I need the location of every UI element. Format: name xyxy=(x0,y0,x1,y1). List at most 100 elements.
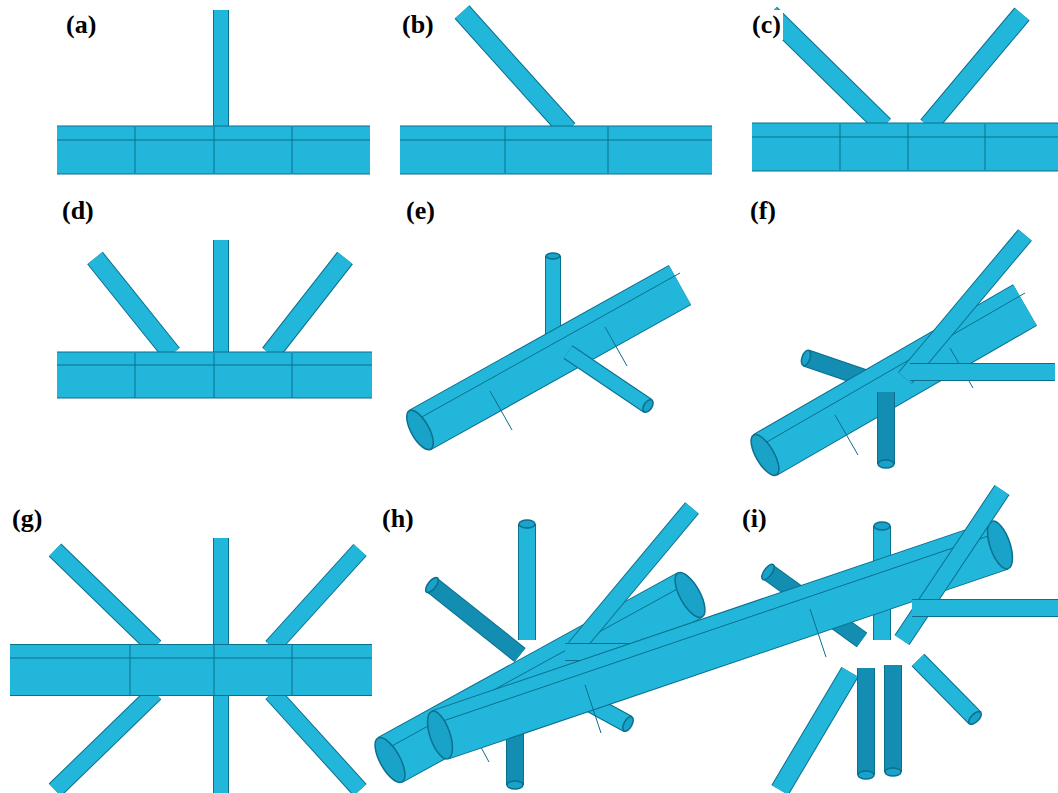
chord-tube xyxy=(57,126,370,175)
brace-tube xyxy=(214,240,228,354)
brace-tube xyxy=(462,12,568,130)
brace-tube xyxy=(518,524,536,640)
chord-tube xyxy=(57,353,372,398)
brace-tube xyxy=(272,550,360,647)
brace-tube xyxy=(905,235,1025,378)
brace-tube xyxy=(575,508,692,648)
tube-end xyxy=(507,781,523,789)
multiplanar-joint xyxy=(422,490,1058,790)
brace-tube xyxy=(213,693,229,793)
brace-tube xyxy=(902,490,1002,640)
brace-tube xyxy=(519,524,535,640)
brace-tube xyxy=(213,538,229,647)
brace-tube xyxy=(214,10,228,128)
brace-tube xyxy=(910,364,1055,380)
brace-tube xyxy=(272,550,360,647)
chord-tube xyxy=(440,545,1000,735)
brace-tube xyxy=(770,14,884,126)
tube-end xyxy=(759,562,776,581)
chord-tube xyxy=(440,545,1000,735)
chord-tube xyxy=(752,123,1058,172)
brace-tube xyxy=(270,258,345,354)
brace-tube xyxy=(55,550,155,647)
brace-tube xyxy=(918,660,975,718)
panel-label: (g) xyxy=(10,504,44,534)
tube-seam xyxy=(400,127,712,173)
brace-tube xyxy=(780,672,850,790)
brace-tube xyxy=(214,538,228,647)
brace-tube xyxy=(780,672,850,790)
tube-end xyxy=(800,349,813,367)
multiplanar-joint xyxy=(746,235,1055,479)
tube-seam xyxy=(57,353,372,398)
panel-label: (i) xyxy=(740,504,769,534)
tube-end xyxy=(746,431,785,480)
brace-tube xyxy=(902,490,1002,640)
brace-tube xyxy=(270,258,345,354)
brace-tube xyxy=(928,14,1022,126)
tube-seam xyxy=(420,273,680,430)
brace-tube xyxy=(55,693,155,790)
tube-end xyxy=(401,406,438,453)
panel-label: (e) xyxy=(404,196,437,226)
brace-tube xyxy=(877,392,895,464)
brace-tube xyxy=(55,550,155,647)
brace-tube xyxy=(55,693,155,790)
tube-end xyxy=(519,520,535,528)
panel-label: (c) xyxy=(750,10,783,40)
panel-label: (f) xyxy=(748,196,778,226)
brace-tube xyxy=(857,668,875,775)
chord-tube xyxy=(752,124,1058,171)
brace-tube xyxy=(884,665,902,772)
kt-joint xyxy=(57,240,372,398)
tube-end xyxy=(641,398,655,414)
panel-label: (a) xyxy=(64,10,98,40)
tube-seam xyxy=(752,124,1058,170)
brace-tube xyxy=(213,10,229,128)
tube-end xyxy=(669,568,711,621)
tube-end xyxy=(546,253,560,259)
brace-tube xyxy=(432,585,520,655)
brace-tube xyxy=(910,363,1055,381)
brace-tube xyxy=(432,585,520,655)
t-joint xyxy=(57,10,370,173)
chord-tube xyxy=(10,645,372,695)
brace-tube xyxy=(568,352,648,406)
tube-end xyxy=(621,715,636,733)
tube-end xyxy=(858,771,874,779)
brace-tube xyxy=(885,665,901,772)
brace-tube xyxy=(575,508,692,648)
brace-tube xyxy=(95,258,172,354)
chord-tube xyxy=(420,285,680,430)
brace-tube xyxy=(905,235,1025,378)
tube-end xyxy=(885,768,901,776)
brace-tube xyxy=(95,258,172,354)
double-kt-joint xyxy=(10,538,372,793)
brace-tube xyxy=(912,600,1058,616)
brace-tube xyxy=(878,392,894,464)
brace-tube xyxy=(462,12,568,130)
chord-tube xyxy=(420,285,680,430)
brace-tube xyxy=(272,693,360,790)
panel-label: (b) xyxy=(400,10,436,40)
tube-seam xyxy=(10,645,372,695)
tube-end xyxy=(878,460,894,468)
chord-tube xyxy=(57,127,370,174)
brace-tube xyxy=(928,14,1022,126)
y-joint xyxy=(400,12,712,173)
tube-end xyxy=(423,575,440,594)
brace-tube xyxy=(770,14,884,126)
tt-joint xyxy=(401,253,680,454)
tube-end xyxy=(369,733,411,786)
tube-end xyxy=(967,710,984,727)
brace-tube xyxy=(568,352,648,406)
k-joint xyxy=(752,14,1058,170)
tube-seam xyxy=(57,127,370,173)
chord-tube xyxy=(57,352,372,399)
brace-tube xyxy=(912,599,1058,617)
brace-tube xyxy=(214,693,228,793)
brace-tube xyxy=(918,660,975,718)
